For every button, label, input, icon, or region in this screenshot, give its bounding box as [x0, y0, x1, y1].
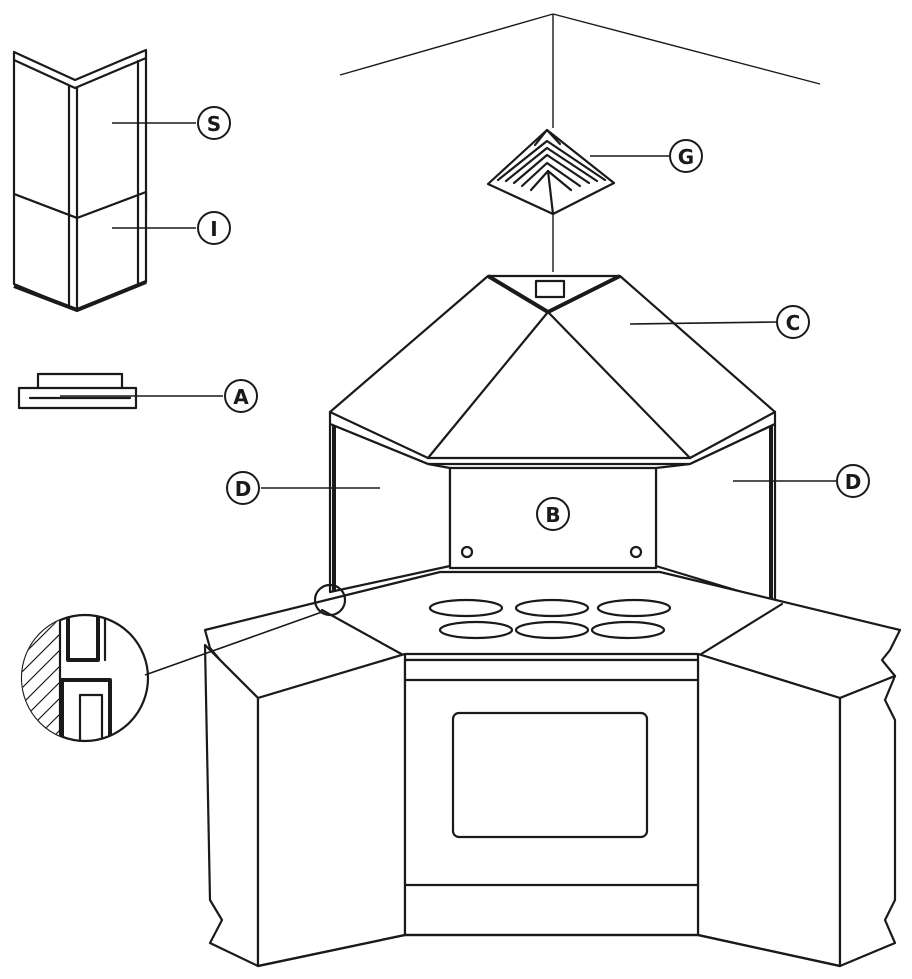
label-A: A	[224, 379, 258, 413]
ventilation-grille	[486, 128, 616, 216]
svg-text:I: I	[210, 217, 217, 241]
mounting-bracket	[17, 372, 138, 410]
label-B: B	[536, 497, 570, 531]
oven-window	[451, 711, 649, 839]
label-S: S	[197, 106, 231, 140]
plinth	[256, 933, 842, 968]
svg-text:B: B	[545, 503, 560, 527]
svg-text:A: A	[233, 385, 249, 409]
hood-canopy	[328, 274, 777, 466]
label-I: I	[197, 211, 231, 245]
svg-text:D: D	[235, 477, 252, 501]
label-C: C	[776, 305, 810, 339]
chimney-upper-section	[12, 48, 148, 220]
cabinet-left	[203, 643, 407, 968]
cabinet-right	[696, 652, 897, 968]
chimney-lower-section	[12, 190, 148, 312]
ceiling-corner	[339, 13, 821, 272]
side-panel-right	[654, 422, 777, 604]
label-D-left: D	[226, 471, 260, 505]
oven	[403, 658, 700, 937]
svg-text:D: D	[845, 470, 862, 494]
svg-text:G: G	[678, 145, 694, 169]
label-G: G	[669, 139, 703, 173]
svg-text:S: S	[207, 112, 221, 136]
label-D-right: D	[836, 464, 870, 498]
leader-lines	[60, 122, 836, 489]
svg-text:C: C	[786, 311, 801, 335]
cooktop-burners	[428, 598, 672, 640]
